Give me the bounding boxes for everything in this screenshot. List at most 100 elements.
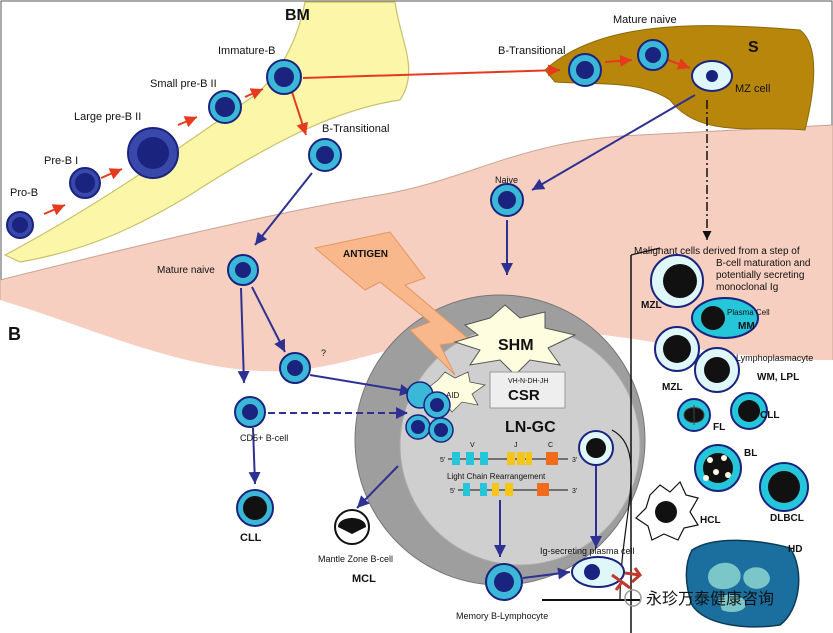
arrow-mature-mz (667, 58, 691, 70)
malignancy-labels: Malignant cells derived from a step of B… (634, 246, 813, 555)
bone-marrow-region (3, 1, 410, 263)
label-b-transitional-s: B-Transitional (498, 45, 565, 57)
label-fl: FL (713, 422, 725, 433)
label-mature-naive-s: Mature naive (613, 14, 677, 26)
malignant-cells (635, 254, 809, 628)
cell-nucleus (235, 262, 251, 278)
bl-vacuole (703, 475, 709, 481)
watermark-text: 永珍万泰健康咨询 (646, 590, 774, 608)
label-mcl: MCL (352, 573, 376, 585)
csr-label: CSR (508, 387, 540, 404)
label-question: ? (321, 348, 326, 358)
cell-nucleus (683, 405, 705, 425)
label-hd: HD (788, 544, 802, 555)
region-blood-label: B (8, 324, 21, 344)
cell-nucleus (434, 423, 448, 437)
label-plasma-cell: Plasma Cell (727, 308, 770, 317)
arrow-maturenaive-q (251, 286, 286, 353)
c-segment (546, 452, 558, 465)
cell-nucleus (242, 404, 258, 420)
cell-nucleus (430, 398, 444, 412)
label-mm: MM (738, 321, 755, 332)
cell-nucleus (663, 264, 697, 298)
cell-nucleus (411, 420, 425, 434)
bl-vacuole (725, 472, 731, 478)
lngc-label: LN-GC (505, 419, 556, 436)
j-segment (492, 483, 499, 496)
cell-nucleus (584, 564, 600, 580)
j-label: J (514, 442, 518, 449)
label-mantle-zone: Mantle Zone B-cell (318, 554, 393, 564)
shm-burst (453, 304, 577, 376)
arrow-cd5-cll (248, 427, 261, 485)
arrow-gc-mantle (356, 465, 399, 509)
j-segment (505, 483, 513, 496)
heavy-chain-genes: 5' 3' V J C Light Chain Rearrangement 5'… (440, 442, 577, 496)
aid-label: AID (446, 391, 460, 400)
label-pro-b: Pro-B (10, 187, 38, 199)
j-segment (526, 452, 532, 465)
c-segment (537, 483, 549, 496)
label-immature-b: Immature-B (218, 45, 275, 57)
cell-nucleus (655, 501, 677, 523)
arrow-q-gc (309, 374, 413, 396)
malignancy-header-3: potentially secreting (716, 270, 804, 281)
panel-divider-top (630, 247, 661, 256)
label-dlbcl: DLBCL (770, 513, 804, 524)
label-large-pre-b2: Large pre-B II (74, 111, 141, 123)
cell-nucleus (494, 572, 514, 592)
malignancy-header-2: B-cell maturation and (716, 258, 811, 269)
label-mz-cell: MZ cell (735, 83, 770, 95)
v-segment (452, 452, 460, 465)
cell-nucleus (274, 67, 294, 87)
v-segment (466, 452, 474, 465)
cell-nucleus (316, 146, 334, 164)
label-pre-b1: Pre-B I (44, 155, 78, 167)
cell-nucleus (287, 360, 303, 376)
malignancy-header-4: monoclonal Ig (716, 282, 778, 293)
label-mzl-mid: MZL (662, 382, 683, 393)
cell-nucleus (12, 217, 28, 233)
hd-nucleus (743, 567, 770, 589)
cell-hd (685, 539, 800, 628)
three-prime-1: 3' (572, 457, 577, 464)
v-segment (480, 452, 488, 465)
arrow-immature-transitional (291, 91, 308, 136)
cell-nucleus (75, 173, 95, 193)
arrow-immature-transitional-s (302, 64, 561, 79)
label-naive: Naive (495, 175, 518, 185)
hd-nucleus (708, 562, 741, 590)
stage-labels: Pro-B Pre-B I Large pre-B II Small pre-B… (10, 14, 770, 621)
cell-nucleus (338, 518, 366, 534)
cells (6, 39, 733, 601)
csr-box (489, 371, 566, 409)
arrow-memory-plasma (522, 567, 571, 580)
j-segment (507, 452, 515, 465)
label-small-pre-b2: Small pre-B II (150, 78, 217, 90)
region-spleen-label: S (748, 39, 759, 56)
cell-nucleus (498, 191, 516, 209)
bl-vacuole (721, 455, 727, 461)
cell-nucleus (243, 496, 267, 520)
cell-nucleus (706, 70, 718, 82)
bl-vacuole (707, 457, 713, 463)
arrow-transitional-mature (604, 54, 633, 67)
antibody-icon (611, 567, 643, 591)
label-cll-left: CLL (240, 532, 262, 544)
shm-label: SHM (498, 337, 534, 354)
label-hcl: HCL (700, 515, 721, 526)
arrow-mz-naive (531, 94, 696, 191)
cell-nucleus (586, 438, 606, 458)
arrow-transitional-maturenaive (254, 172, 313, 246)
cell-nucleus (701, 306, 725, 330)
arrow-preb1-large (100, 168, 123, 180)
region-bm-label: BM (285, 7, 310, 24)
cell-nucleus (768, 471, 800, 503)
antigen-bolt (313, 231, 472, 376)
arrow-maturenaive-cd5 (237, 287, 250, 384)
arrow-large-small (177, 116, 198, 128)
cell-nucleus (215, 97, 235, 117)
vdj-label: VH-N-DH-JH (508, 378, 548, 385)
arrow-prob-preb1 (43, 204, 66, 216)
